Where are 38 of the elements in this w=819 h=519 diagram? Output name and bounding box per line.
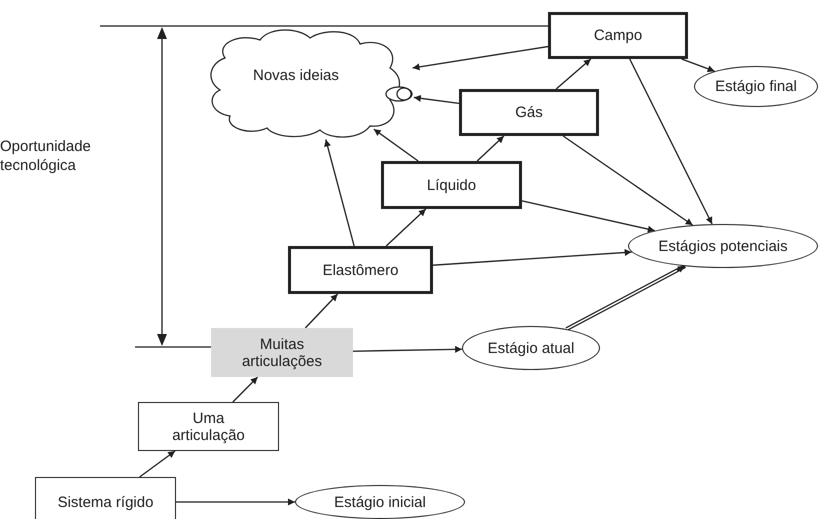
node-label: Muitas articulações [240,336,324,370]
arrow [352,346,462,353]
arrow [556,58,592,90]
arrow [139,450,176,478]
arrow [522,200,655,233]
arrow [562,135,694,226]
arrow [232,376,258,402]
node-label: Líquido [426,176,476,194]
node-label: Sistema rígido [58,494,154,510]
node-label: Gás [515,104,543,121]
stage-box [288,246,433,294]
arrow [304,294,338,328]
arrow [629,58,713,224]
stage-box [548,12,688,59]
node-label: Estágio inicial [334,494,426,510]
node-label: Uma articulação [171,410,246,444]
process-box [138,402,279,451]
stage-box [459,89,599,136]
arrow [412,46,548,70]
arrow [373,128,418,162]
arrow [432,249,632,266]
axis-label: Oportunidade tecnológica [0,137,92,175]
node-label: Campo [594,27,642,44]
arrow [324,139,355,246]
stage-box [381,161,522,209]
node-label: Elastômero [322,262,398,278]
arrow [386,208,426,246]
arrow [566,264,686,331]
arrow [176,498,295,506]
process-box [35,477,176,519]
arrow [414,94,460,104]
arrow [476,136,504,162]
node-label: Novas ideias [253,66,339,84]
node-label: Estágio final [715,78,797,95]
arrow [681,58,715,72]
process-box [211,328,353,377]
node-label: Estágios potenciais [658,238,788,254]
node-label: Estágio atual [488,340,574,356]
